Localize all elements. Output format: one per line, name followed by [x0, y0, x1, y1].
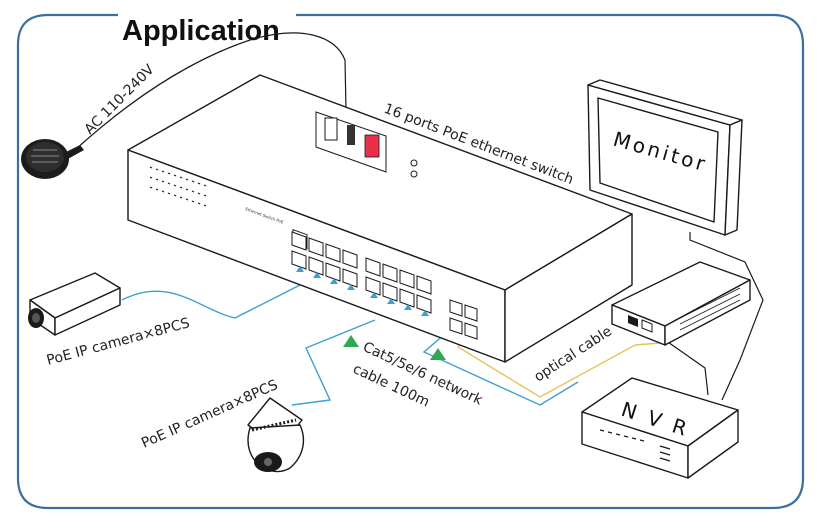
- bullet-camera-icon: [28, 272, 121, 336]
- power-cable: [74, 32, 347, 151]
- nvr-network-cable: [422, 327, 579, 406]
- power-plug-icon: [21, 139, 84, 179]
- port-indicators: [296, 266, 429, 316]
- dome-camera-cable: [291, 319, 376, 406]
- power-label: AC 110-240V: [82, 61, 158, 137]
- monitor-icon: [587, 79, 743, 236]
- nvr-icon: [581, 377, 739, 479]
- diagram-title: Application: [122, 15, 280, 47]
- bullet-camera-cable: [121, 284, 301, 319]
- switch-icon: Ethernet Switch PoE: [127, 74, 633, 363]
- frame-border: [16, 13, 805, 510]
- arrow-up-icon-2: [430, 348, 446, 360]
- arrow-up-icon: [343, 335, 359, 347]
- media-converter-icon: [611, 261, 751, 346]
- converter-nvr-cable: [664, 339, 709, 396]
- switch-ports: [291, 231, 478, 340]
- dome-camera-icon: [247, 397, 305, 473]
- monitor-nvr-cable: [689, 232, 764, 401]
